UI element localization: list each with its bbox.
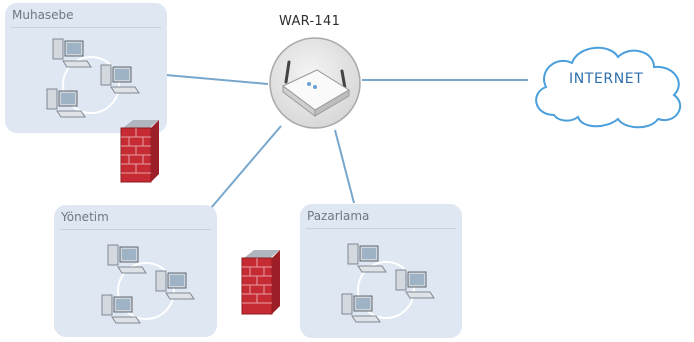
group-pazarlama: Pazarlama <box>300 204 462 338</box>
group-muhasebe-label: Muhasebe <box>12 8 74 22</box>
computer-icon <box>101 294 141 324</box>
group-muhasebe: Muhasebe <box>5 3 167 133</box>
computer-icon <box>100 64 140 94</box>
wireless-router-icon <box>269 37 361 129</box>
computer-icon <box>341 293 381 323</box>
group-yonetim-label: Yönetim <box>61 210 109 224</box>
computer-cluster <box>46 38 140 118</box>
computer-icon <box>107 244 147 274</box>
cloud-icon <box>535 46 681 129</box>
computer-icon <box>52 38 92 68</box>
link-muhasebe-router <box>165 74 269 85</box>
firewall-icon <box>241 250 280 315</box>
group-yonetim: Yönetim <box>54 205 217 337</box>
divider <box>306 228 456 229</box>
divider <box>11 27 161 28</box>
firewall-icon <box>120 120 159 183</box>
computer-icon <box>155 270 195 300</box>
internet-label: INTERNET <box>569 71 644 87</box>
link-router-pazarlama <box>334 129 355 204</box>
computer-icon <box>395 269 435 299</box>
group-pazarlama-label: Pazarlama <box>307 209 370 223</box>
link-router-yonetim <box>210 125 282 209</box>
computer-cluster <box>101 244 195 324</box>
divider <box>60 229 211 230</box>
computer-cluster <box>341 243 435 323</box>
computer-icon <box>46 88 86 118</box>
router-label: WAR-141 <box>279 14 341 29</box>
computer-icon <box>347 243 387 273</box>
